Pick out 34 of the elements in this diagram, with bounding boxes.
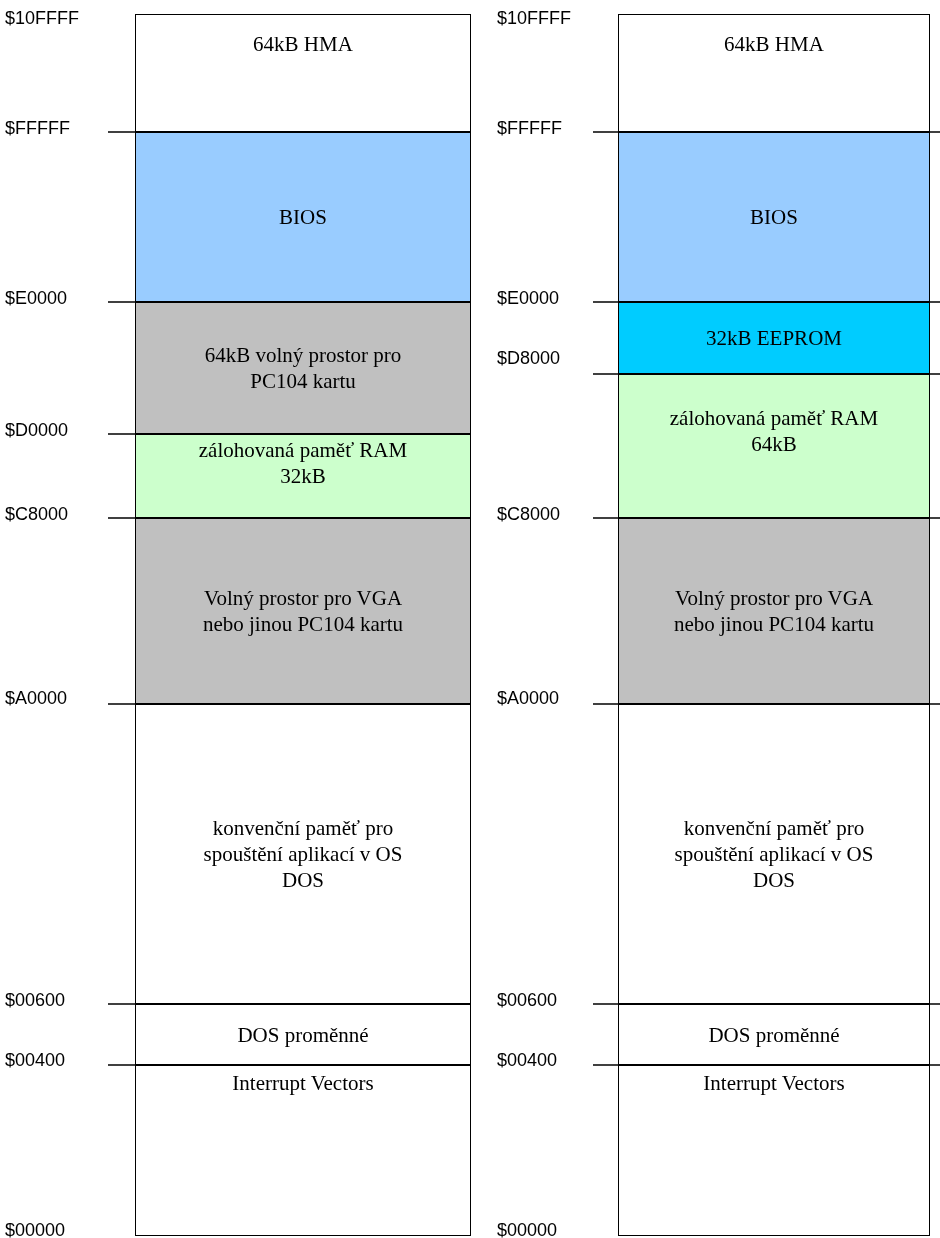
memory-segment: Volný prostor pro VGA nebo jinou PC104 kartu: [618, 518, 930, 704]
address-label: $00000: [5, 1220, 66, 1238]
address-label: $00600: [497, 990, 558, 1011]
address-label: $00000: [497, 1220, 558, 1238]
memory-segment: 64kB HMA: [618, 14, 930, 132]
memory-segment: zálohovaná paměť RAM 32kB: [135, 434, 471, 518]
address-label: $C8000: [5, 504, 69, 525]
memory-segment: Interrupt Vectors: [618, 1065, 930, 1236]
memory-segment: DOS proměnné: [618, 1004, 930, 1065]
address-label: $FFFFF: [5, 118, 70, 139]
memory-segment: DOS proměnné: [135, 1004, 471, 1065]
memory-segment: 64kB volný prostor pro PC104 kartu: [135, 302, 471, 434]
memory-segment: zálohovaná paměť RAM 64kB: [618, 374, 930, 518]
address-label: $A0000: [5, 688, 68, 709]
address-label: $FFFFF: [497, 118, 562, 139]
address-label: $A0000: [497, 688, 560, 709]
address-label: $D0000: [5, 420, 69, 441]
memory-segment: BIOS: [618, 132, 930, 302]
address-label: $10FFFF: [497, 8, 571, 29]
memory-segment: 64kB HMA: [135, 14, 471, 132]
memory-segment: konvenční paměť pro spouštění aplikací v OS DOS: [135, 704, 471, 1004]
address-label: $E0000: [5, 288, 68, 309]
address-label: $E0000: [497, 288, 560, 309]
memory-segment: 32kB EEPROM: [618, 302, 930, 374]
address-label: $C8000: [497, 504, 561, 525]
memory-segment: Volný prostor pro VGA nebo jinou PC104 kartu: [135, 518, 471, 704]
memory-segment: Interrupt Vectors: [135, 1065, 471, 1236]
address-label: $00400: [5, 1050, 66, 1071]
address-label: $00400: [497, 1050, 558, 1071]
address-label: $00600: [5, 990, 66, 1011]
memory-segment: BIOS: [135, 132, 471, 302]
address-label: $10FFFF: [5, 8, 79, 29]
address-label: $D8000: [497, 348, 561, 369]
memory-segment: konvenční paměť pro spouštění aplikací v OS DOS: [618, 704, 930, 1004]
